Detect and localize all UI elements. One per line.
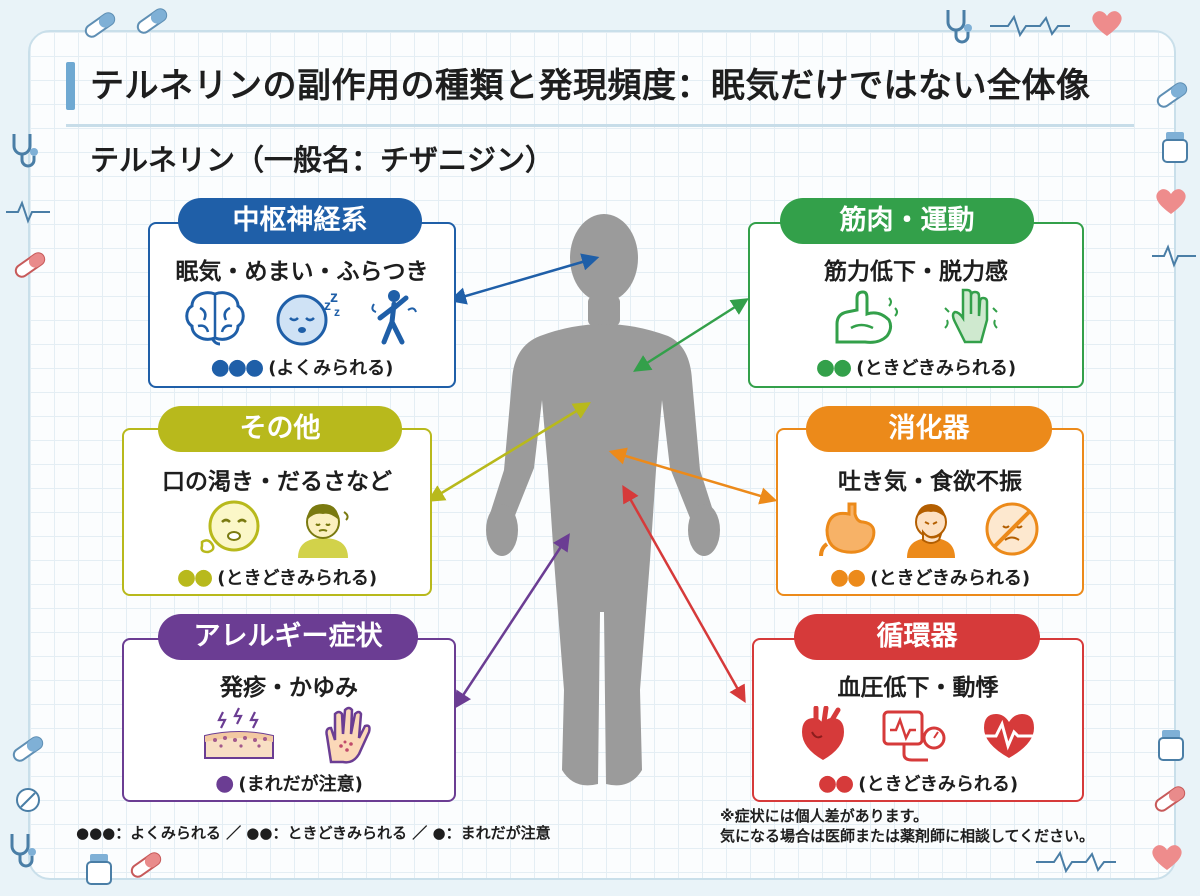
frequency-legend: ●●●：よくみられる ／ ●●：ときどきみられる ／ ●：まれだが注意 bbox=[76, 824, 551, 842]
symptom-text: 眠気・めまい・ふらつき bbox=[175, 259, 429, 285]
itchy-hand-icon bbox=[325, 706, 371, 764]
pill-icon bbox=[12, 736, 44, 762]
category-label-circulatory: 循環器 bbox=[794, 614, 1040, 660]
title-divider bbox=[66, 124, 1134, 127]
tired-person-icon bbox=[298, 504, 349, 558]
heart-icon bbox=[1152, 845, 1182, 870]
brain-icon bbox=[185, 291, 245, 346]
frequency-dots: ● bbox=[215, 771, 234, 796]
pill-icon bbox=[1156, 82, 1188, 108]
arrow-muscle bbox=[633, 298, 749, 372]
frequency-dots: ●● bbox=[815, 355, 852, 380]
pill-icon bbox=[136, 8, 168, 34]
svg-text:z: z bbox=[330, 289, 338, 306]
svg-text:z: z bbox=[334, 305, 340, 319]
category-label-other: その他 bbox=[158, 406, 402, 452]
frequency-label: (よくみられる) bbox=[268, 358, 394, 379]
arrow-other bbox=[427, 402, 591, 502]
tablet-icon bbox=[16, 788, 40, 812]
medicine-bottle-icon bbox=[86, 854, 112, 885]
category-label-digestive: 消化器 bbox=[806, 406, 1052, 452]
stethoscope-icon bbox=[10, 834, 36, 868]
symptom-text: 血圧低下・動悸 bbox=[837, 675, 999, 701]
stethoscope-icon bbox=[12, 134, 38, 168]
heart-icon bbox=[1092, 11, 1122, 36]
arrow-cns bbox=[448, 253, 600, 305]
frequency-label: (ときどきみられる) bbox=[217, 568, 378, 589]
skin-rash-icon bbox=[204, 707, 274, 759]
frequency-dots: ●●● bbox=[210, 355, 265, 380]
page-title: テルネリンの副作用の種類と発現頻度：眠気だけではない全体像 bbox=[90, 66, 1091, 106]
svg-text:z: z bbox=[324, 297, 331, 313]
heartbeat-line-icon bbox=[990, 14, 1070, 38]
weak-arm-icon bbox=[835, 290, 898, 344]
blood-pressure-monitor-icon bbox=[882, 710, 946, 762]
disclaimer-note: ※症状には個人差があります。 気になる場合は医師または薬剤師に相談してください。 bbox=[720, 806, 1094, 846]
category-label-muscle: 筋肉・運動 bbox=[780, 198, 1034, 244]
pill-icon bbox=[84, 12, 116, 38]
disclaimer-line-1: ※症状には個人差があります。 bbox=[720, 807, 929, 825]
heart-icon bbox=[1156, 189, 1186, 214]
pill-icon bbox=[1154, 786, 1186, 812]
frequency-label: (ときどきみられる) bbox=[856, 358, 1017, 379]
human-silhouette bbox=[486, 214, 720, 786]
symptom-text: 吐き気・食欲不振 bbox=[838, 469, 1022, 495]
panel-muscle: 筋力低下・脱力感 ●●(ときどきみられる) bbox=[748, 222, 1084, 388]
heartbeat-line-icon bbox=[1036, 850, 1116, 874]
frequency-label: (ときどきみられる) bbox=[858, 774, 1019, 795]
heartbeat-line-icon bbox=[6, 200, 50, 224]
symptom-text: 口の渇き・だるさなど bbox=[162, 469, 392, 495]
arrow-allergy bbox=[454, 533, 570, 709]
arrow-circulatory bbox=[622, 484, 746, 704]
title-accent-bar bbox=[66, 62, 75, 110]
no-food-icon bbox=[985, 502, 1039, 556]
dry-mouth-face-icon bbox=[200, 500, 260, 554]
symptom-text: 発疹・かゆみ bbox=[220, 675, 358, 701]
frequency-dots: ●● bbox=[829, 565, 866, 590]
heart-icon bbox=[802, 706, 844, 760]
nausea-person-icon bbox=[907, 504, 955, 558]
dizzy-person-icon bbox=[371, 290, 417, 345]
drug-name-subtitle: テルネリン（一般名：チザニジン） bbox=[90, 143, 555, 177]
limp-hand-icon bbox=[944, 288, 998, 344]
heartbeat-line-icon bbox=[1152, 244, 1196, 268]
category-label-allergy: アレルギー症状 bbox=[158, 614, 418, 660]
medicine-bottle-icon bbox=[1162, 132, 1188, 163]
panel-other: 口の渇き・だるさなど ●●(ときどきみられる) bbox=[122, 428, 432, 596]
pill-icon bbox=[14, 252, 46, 278]
disclaimer-line-2: 気になる場合は医師または薬剤師に相談してください。 bbox=[720, 827, 1095, 845]
frequency-dots: ●● bbox=[817, 771, 854, 796]
symptom-text: 筋力低下・脱力感 bbox=[824, 259, 1008, 285]
stomach-icon bbox=[819, 502, 876, 557]
stethoscope-icon bbox=[946, 10, 972, 44]
panel-circulatory: 血圧低下・動悸 ●●(ときどきみられる) bbox=[752, 638, 1084, 802]
heartbeat-icon bbox=[980, 714, 1038, 758]
category-label-cns: 中枢神経系 bbox=[178, 198, 422, 244]
frequency-label: (まれだが注意) bbox=[238, 774, 363, 795]
arrow-digestive bbox=[608, 447, 778, 505]
frequency-label: (ときどきみられる) bbox=[870, 568, 1031, 589]
pill-icon bbox=[130, 852, 162, 878]
panel-digestive: 吐き気・食欲不振 ●●(ときどきみられる) bbox=[776, 428, 1084, 596]
panel-allergy: 発疹・かゆみ ●(まれだが注意) bbox=[122, 638, 456, 802]
medicine-bottle-icon bbox=[1158, 730, 1184, 761]
frequency-dots: ●● bbox=[176, 565, 213, 590]
